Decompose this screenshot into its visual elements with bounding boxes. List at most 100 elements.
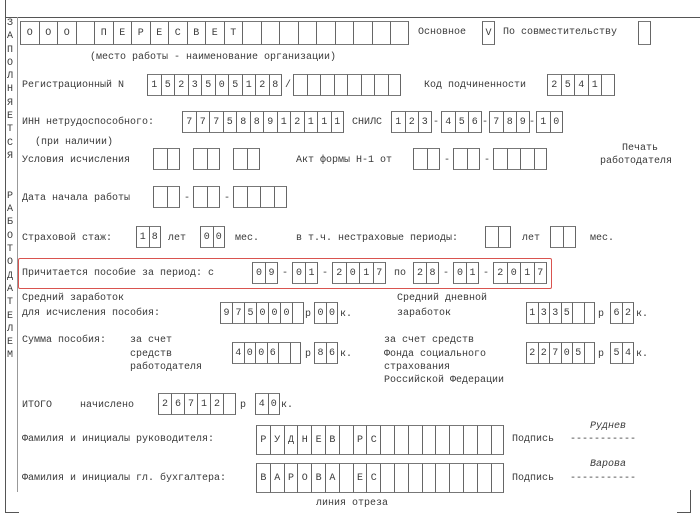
form-cell[interactable]: [421, 425, 436, 455]
act-day[interactable]: [413, 148, 440, 170]
start-year[interactable]: [233, 186, 287, 208]
form-cell[interactable]: 5: [201, 74, 215, 96]
form-cell[interactable]: [334, 21, 353, 45]
parttime-checkbox[interactable]: [638, 21, 651, 45]
form-cell[interactable]: Н: [297, 425, 312, 455]
form-cell[interactable]: 2: [158, 393, 171, 415]
form-cell[interactable]: [338, 425, 353, 455]
form-cell[interactable]: 0: [549, 111, 563, 133]
form-cell[interactable]: 7: [489, 111, 503, 133]
form-cell[interactable]: 7: [549, 342, 561, 364]
form-cell[interactable]: [426, 148, 440, 170]
form-cell[interactable]: [520, 148, 534, 170]
form-cell[interactable]: 7: [195, 111, 209, 133]
form-cell[interactable]: О: [57, 21, 76, 45]
form-cell[interactable]: [435, 425, 450, 455]
form-cell[interactable]: 5: [560, 74, 574, 96]
form-cell[interactable]: 7: [232, 302, 244, 324]
form-cell[interactable]: 0: [255, 342, 267, 364]
form-cell[interactable]: 1: [526, 302, 538, 324]
form-cell[interactable]: 7: [184, 393, 197, 415]
form-cell[interactable]: 2: [622, 302, 634, 324]
form-cell[interactable]: [583, 302, 595, 324]
form-cell[interactable]: [407, 425, 422, 455]
form-cell[interactable]: 0: [560, 342, 572, 364]
main-job-checkbox[interactable]: V: [482, 21, 495, 45]
condition-code-1[interactable]: [153, 148, 180, 170]
form-cell[interactable]: [638, 21, 651, 45]
form-cell[interactable]: [242, 21, 261, 45]
form-cell[interactable]: 0: [200, 226, 213, 248]
form-cell[interactable]: [360, 74, 374, 96]
form-cell[interactable]: 2: [210, 393, 223, 415]
form-cell[interactable]: [407, 463, 422, 493]
form-cell[interactable]: [601, 74, 615, 96]
form-cell[interactable]: 5: [454, 111, 468, 133]
form-cell[interactable]: [563, 226, 576, 248]
form-cell[interactable]: 0: [256, 302, 268, 324]
form-cell[interactable]: 4: [574, 74, 588, 96]
form-cell[interactable]: [293, 74, 307, 96]
form-cell[interactable]: 3: [537, 302, 549, 324]
form-cell[interactable]: [485, 226, 498, 248]
form-cell[interactable]: У: [269, 425, 284, 455]
form-cell[interactable]: [260, 21, 279, 45]
form-cell[interactable]: 0: [214, 74, 228, 96]
form-cell[interactable]: 8: [236, 111, 250, 133]
form-cell[interactable]: 4: [622, 342, 634, 364]
form-cell[interactable]: [476, 463, 491, 493]
form-cell[interactable]: 8: [502, 111, 516, 133]
form-cell[interactable]: Р: [131, 21, 150, 45]
form-cell[interactable]: 1: [147, 74, 161, 96]
form-cell[interactable]: 2: [547, 74, 561, 96]
form-cell[interactable]: 5: [222, 111, 236, 133]
form-cell[interactable]: 0: [506, 262, 520, 284]
form-cell[interactable]: 1: [305, 262, 318, 284]
form-cell[interactable]: 2: [526, 342, 538, 364]
form-cell[interactable]: [193, 186, 207, 208]
form-cell[interactable]: С: [366, 425, 381, 455]
form-cell[interactable]: 1: [303, 111, 317, 133]
form-cell[interactable]: 4: [255, 393, 268, 415]
form-cell[interactable]: [278, 342, 290, 364]
form-cell[interactable]: В: [186, 21, 205, 45]
form-cell[interactable]: С: [366, 463, 381, 493]
form-cell[interactable]: 0: [212, 226, 225, 248]
form-cell[interactable]: 1: [241, 74, 255, 96]
form-cell[interactable]: Е: [311, 425, 325, 455]
form-cell[interactable]: [413, 148, 427, 170]
form-cell[interactable]: [476, 425, 491, 455]
form-cell[interactable]: [550, 226, 563, 248]
form-cell[interactable]: С: [168, 21, 187, 45]
form-cell[interactable]: 0: [252, 262, 265, 284]
form-cell[interactable]: 6: [468, 111, 482, 133]
form-cell[interactable]: [374, 74, 388, 96]
form-cell[interactable]: [498, 226, 511, 248]
form-cell[interactable]: 9: [220, 302, 232, 324]
form-cell[interactable]: 2: [493, 262, 507, 284]
form-cell[interactable]: 1: [136, 226, 149, 248]
form-cell[interactable]: А: [269, 463, 284, 493]
form-cell[interactable]: [421, 463, 436, 493]
form-cell[interactable]: 0: [268, 302, 280, 324]
form-cell[interactable]: [347, 74, 361, 96]
form-cell[interactable]: [533, 148, 547, 170]
form-cell[interactable]: 0: [453, 262, 466, 284]
form-cell[interactable]: [279, 21, 298, 45]
